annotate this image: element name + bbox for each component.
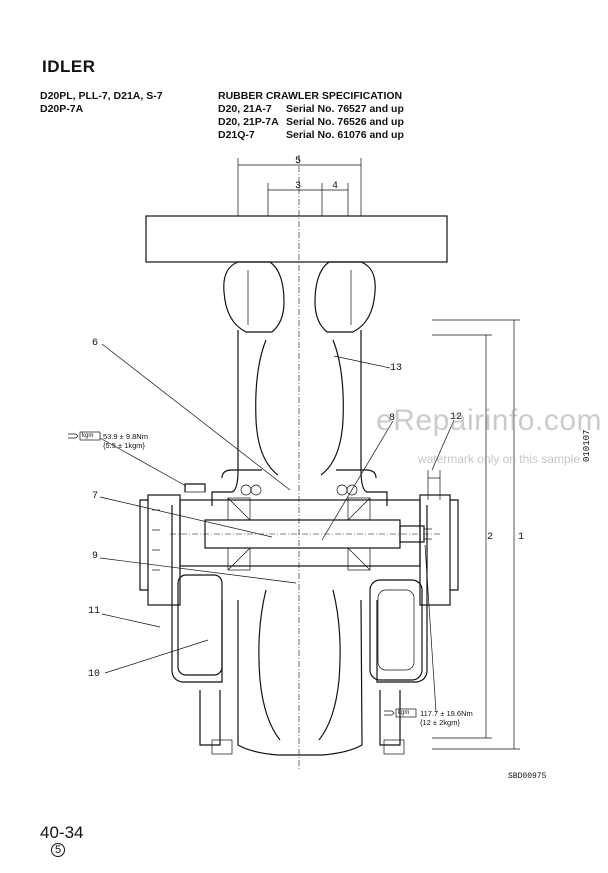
callout-label: 10 <box>88 669 101 680</box>
side-id: 010107 <box>582 429 592 462</box>
page-title: IDLER <box>42 57 96 76</box>
torque-spec-right: 117.7 ± 19.6Nm {12 ± 2kgm} <box>420 709 473 727</box>
wrench-icon: kgm <box>398 710 410 716</box>
wrench-icon: kgm <box>82 433 94 439</box>
callout-label: 7 <box>92 491 99 502</box>
figure-id: SBD00975 <box>508 772 547 781</box>
torque-spec-left: 53.9 ± 9.8Nm {5.5 ± 1kgm} <box>103 432 148 450</box>
model-line: D20P-7A <box>40 103 84 115</box>
callout-label: 11 <box>88 606 101 617</box>
page-number: 40-34 <box>40 823 84 842</box>
spec-row: D21Q-7 Serial No. 61076 and up <box>218 129 404 142</box>
callout-label: 8 <box>389 413 396 424</box>
dimension-label: 5 <box>295 156 302 167</box>
spec-serial: Serial No. 76527 and up <box>286 103 404 115</box>
dimension-label: 1 <box>518 532 525 543</box>
spec-model: D20, 21P-7A <box>218 116 279 128</box>
spec-serial: Serial No. 76526 and up <box>286 116 404 128</box>
callout-label: 12 <box>450 412 463 423</box>
spec-serial: Serial No. 61076 and up <box>286 129 404 141</box>
spec-model: D21Q-7 <box>218 129 255 141</box>
dimension-label: 2 <box>487 532 494 543</box>
torque-value-alt: {5.5 ± 1kgm} <box>103 441 146 450</box>
spec-row: D20, 21P-7A Serial No. 76526 and up <box>218 116 404 129</box>
revision-badge: 5 <box>51 843 65 857</box>
spec-heading: RUBBER CRAWLER SPECIFICATION <box>218 90 403 102</box>
spec-model: D20, 21A-7 <box>218 103 272 115</box>
callout-label: 6 <box>92 338 99 349</box>
spec-row: D20, 21A-7 Serial No. 76527 and up <box>218 103 404 116</box>
watermark-note: watermark only on this sample <box>417 452 580 466</box>
callout-label: 13 <box>390 363 403 374</box>
model-line: D20PL, PLL-7, D21A, S-7 <box>40 90 163 102</box>
torque-value-alt: {12 ± 2kgm} <box>420 718 460 727</box>
dimension-label: 3 <box>295 181 302 192</box>
model-list: D20PL, PLL-7, D21A, S-7 D20P-7A <box>40 90 163 116</box>
callout-label: 9 <box>92 551 99 562</box>
watermark-site: eRepairinfo.com <box>376 404 602 437</box>
dimension-label: 4 <box>332 181 339 192</box>
torque-value: 117.7 ± 19.6Nm <box>420 709 473 718</box>
torque-value: 53.9 ± 9.8Nm <box>103 432 148 441</box>
